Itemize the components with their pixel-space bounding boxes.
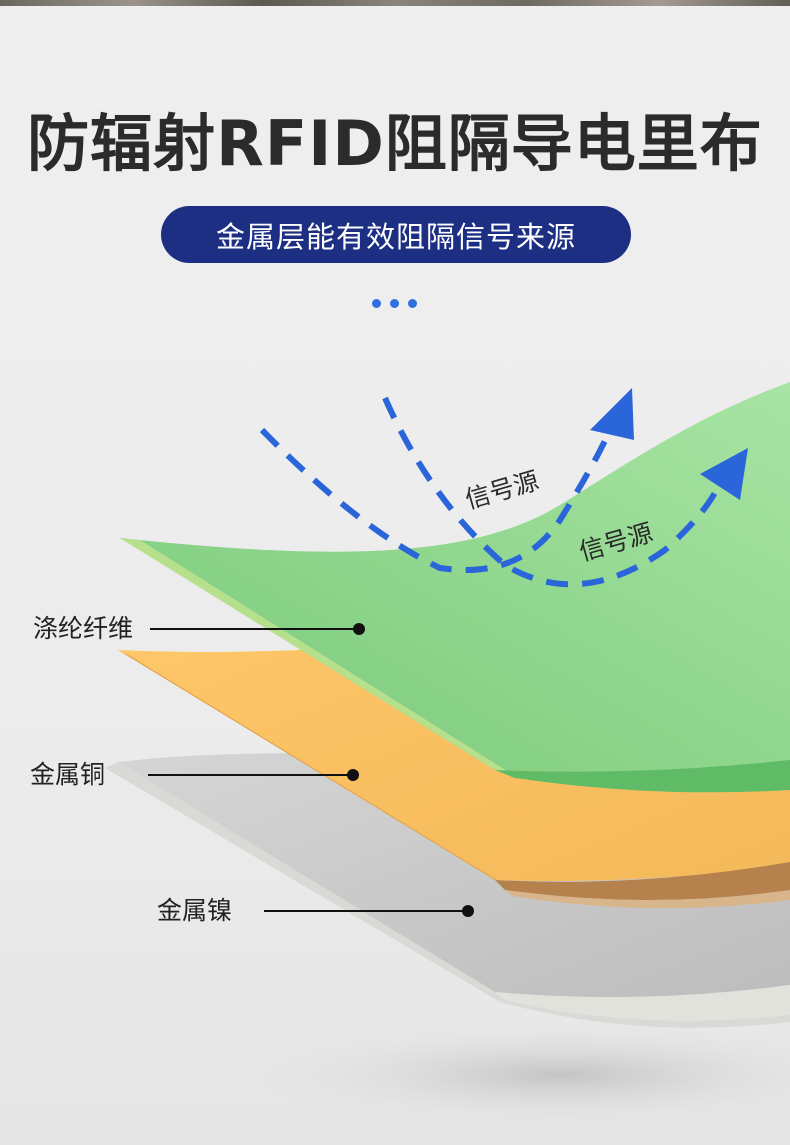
polyester-layer bbox=[120, 382, 790, 793]
dot-icon bbox=[372, 299, 381, 308]
arrowhead-icon bbox=[590, 388, 634, 440]
top-photo-strip bbox=[0, 0, 790, 6]
dot-icon bbox=[390, 299, 399, 308]
arrowhead-icon bbox=[700, 448, 748, 500]
leader-lines bbox=[148, 628, 467, 912]
signal-arrow-path bbox=[382, 396, 725, 588]
layer-label-copper: 金属铜 bbox=[30, 760, 106, 789]
leader-dot-icon bbox=[462, 905, 474, 917]
floor-shadow bbox=[230, 1020, 790, 1130]
subtitle-pill: 金属层能有效阻隔信号来源 bbox=[161, 206, 631, 263]
page-title: 防辐射RFID阻隔导电里布 bbox=[27, 107, 763, 180]
layer-label-nickel: 金属镍 bbox=[157, 896, 233, 925]
ellipsis-dots bbox=[370, 299, 420, 311]
leader-dot-icon bbox=[347, 769, 359, 781]
subtitle-text: 金属层能有效阻隔信号来源 bbox=[215, 219, 576, 254]
layer-label-polyester: 涤纶纤维 bbox=[33, 614, 134, 643]
leader-dot-icon bbox=[353, 623, 365, 635]
signal-arrow-path bbox=[259, 423, 615, 573]
signal-arrows bbox=[259, 396, 725, 588]
dot-icon bbox=[408, 299, 417, 308]
